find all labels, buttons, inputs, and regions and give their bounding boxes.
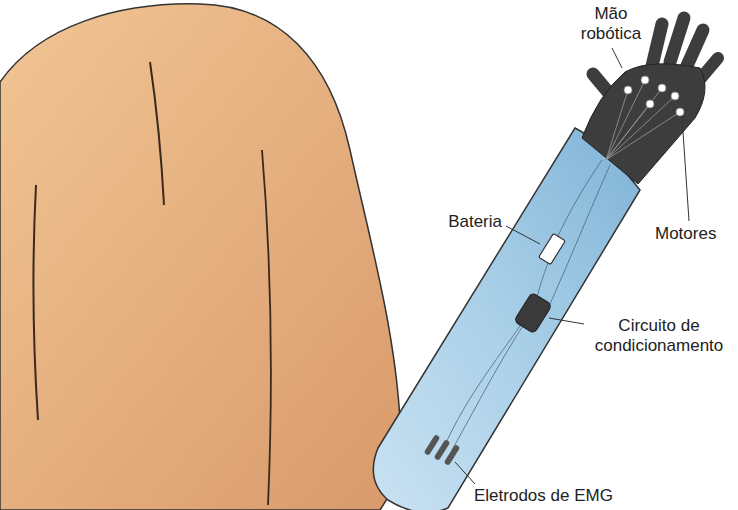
- back-line: [33, 185, 38, 420]
- leader-line: [455, 48, 689, 484]
- conditioning-circuit: [514, 292, 552, 334]
- part-label: Circuito de condicionamento: [588, 316, 730, 356]
- back-line: [262, 150, 271, 505]
- wire: [445, 318, 525, 445]
- wire: [452, 315, 530, 450]
- part-label: Mão robótica: [570, 4, 652, 44]
- emg-electrode: [444, 444, 461, 466]
- torso: [0, 4, 415, 510]
- part-label: Eletrodos de EMG: [474, 486, 674, 506]
- part-label: Bateria: [436, 212, 502, 232]
- motor-tendon: [606, 80, 680, 160]
- battery: [539, 233, 566, 264]
- part-label: Motores: [655, 224, 733, 244]
- prosthesis-socket: [373, 128, 640, 510]
- motor: [624, 76, 684, 116]
- back-line: [150, 62, 164, 205]
